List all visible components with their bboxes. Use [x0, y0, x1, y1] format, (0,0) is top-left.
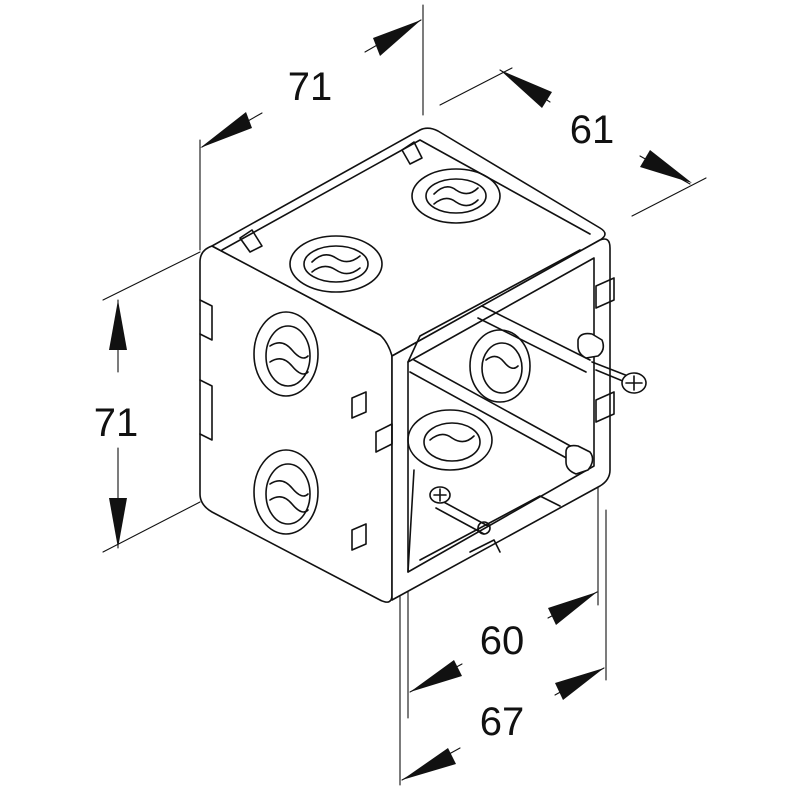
junction-box [199, 127, 647, 603]
box-top-face [211, 127, 606, 357]
dim-label-depth: 61 [570, 108, 615, 152]
dim-label-outer-width: 67 [480, 700, 525, 744]
screw-lower [429, 486, 491, 535]
knockout-top-left [289, 235, 383, 293]
dimension-outer-width: 67 [399, 509, 607, 786]
rail-lower [409, 371, 571, 461]
knockout-side-lower [253, 449, 319, 535]
screw-right [591, 361, 647, 394]
box-front-opening [407, 257, 595, 573]
dimension-height: 71 [94, 251, 201, 553]
dimension-top-width: 71 [199, 4, 424, 251]
dim-label-height: 71 [94, 401, 139, 445]
dim-label-top-width: 71 [288, 65, 333, 109]
rail-upper [477, 317, 587, 373]
knockout-inner-lower [407, 409, 493, 471]
knockout-side-upper [253, 311, 319, 397]
knockout-top-right [411, 168, 501, 224]
dim-label-inner-width: 60 [480, 619, 525, 663]
dimension-inner-width: 60 [407, 409, 599, 719]
knockout-inner-upper [469, 329, 531, 403]
dimension-depth: 61 [439, 67, 707, 217]
